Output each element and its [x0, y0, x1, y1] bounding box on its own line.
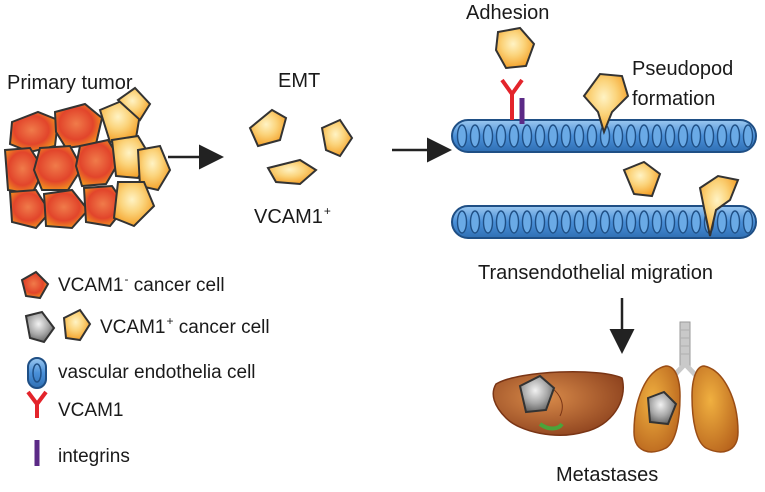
- endothelial-cell: [521, 124, 533, 148]
- pseudopod-cell: [582, 72, 630, 136]
- endothelial-row-top: [451, 119, 757, 153]
- endothelial-cell: [625, 210, 637, 234]
- endothelial-cell: [508, 124, 520, 148]
- label-metastases: Metastases: [556, 464, 659, 486]
- endothelial-cell: [638, 210, 650, 234]
- emt-cells: [248, 108, 354, 186]
- endothelial-cell: [560, 124, 572, 148]
- endothelial-cell: [664, 124, 676, 148]
- label-transendothelial: Transendothelial migration: [478, 262, 713, 284]
- liver-metastatic-cell: [518, 374, 556, 414]
- endothelial-row-bottom: [451, 205, 757, 239]
- primary-tumor-cluster: [3, 86, 172, 230]
- endothelial-cell: [482, 124, 494, 148]
- endothelial-cell: [625, 124, 637, 148]
- endothelial-cell: [716, 124, 728, 148]
- endothelial-cell: [534, 210, 546, 234]
- endothelial-cell: [534, 124, 546, 148]
- legend-label-pos-cell: VCAM1+ cancer cell: [100, 314, 270, 338]
- endothelial-cell: [586, 210, 598, 234]
- endothelial-cell: [742, 210, 754, 234]
- endothelial-cell: [729, 124, 741, 148]
- migrating-cells: [622, 160, 740, 237]
- label-pseudopod-line2: formation: [632, 88, 716, 110]
- endothelial-cell: [664, 210, 676, 234]
- endothelial-cell: [456, 124, 468, 148]
- endothelial-cell: [651, 124, 663, 148]
- endothelial-cell: [573, 210, 585, 234]
- endothelial-cell: [612, 210, 624, 234]
- endothelial-cell: [716, 210, 728, 234]
- vcam1-receptor: [500, 78, 524, 120]
- adhering-cell: [494, 26, 536, 70]
- endothelial-cell: [612, 124, 624, 148]
- endothelial-cell: [456, 210, 468, 234]
- endothelial-cell: [560, 210, 572, 234]
- endothelial-cell: [586, 124, 598, 148]
- legend-label-integrins: integrins: [58, 446, 130, 467]
- endothelial-cell: [599, 210, 611, 234]
- legend-neg-cell-icon: [20, 270, 50, 300]
- endothelial-cell: [495, 210, 507, 234]
- endothelial-cell: [547, 210, 559, 234]
- label-emt: EMT: [278, 70, 321, 92]
- label-primary-tumor: Primary tumor: [7, 72, 133, 94]
- endothelial-cell: [495, 124, 507, 148]
- endothelial-cell: [508, 210, 520, 234]
- endothelial-cell: [547, 124, 559, 148]
- endothelial-cell: [729, 210, 741, 234]
- endothelial-cell: [703, 124, 715, 148]
- endothelial-cell: [469, 124, 481, 148]
- legend-endothelial-icon: [27, 357, 47, 389]
- legend-pos-cell-orange-icon: [62, 308, 92, 342]
- endothelial-cell: [677, 210, 689, 234]
- legend-label-vcam1: VCAM1: [58, 400, 124, 421]
- endothelial-cell: [469, 210, 481, 234]
- lung-metastatic-cell: [646, 390, 678, 426]
- legend-label-neg-cell: VCAM1- cancer cell: [58, 272, 225, 296]
- liver-organ: [492, 371, 624, 436]
- endothelial-cell: [638, 124, 650, 148]
- lungs-organ: [633, 321, 739, 453]
- endothelial-cell: [482, 210, 494, 234]
- legend-vcam1-icon: [26, 390, 48, 418]
- label-vcam1-positive: VCAM1+: [254, 204, 331, 228]
- endothelial-cell: [742, 124, 754, 148]
- endothelial-cell: [521, 210, 533, 234]
- endothelial-cell: [677, 124, 689, 148]
- endothelial-cell: [573, 124, 585, 148]
- legend-label-endothelial: vascular endothelia cell: [58, 362, 256, 383]
- endothelial-cell: [651, 210, 663, 234]
- legend-pos-cell-gray-icon: [24, 310, 56, 344]
- endothelial-cell: [690, 210, 702, 234]
- endothelial-cell: [690, 124, 702, 148]
- label-pseudopod-line1: Pseudopod: [632, 58, 734, 80]
- label-adhesion: Adhesion: [466, 2, 550, 24]
